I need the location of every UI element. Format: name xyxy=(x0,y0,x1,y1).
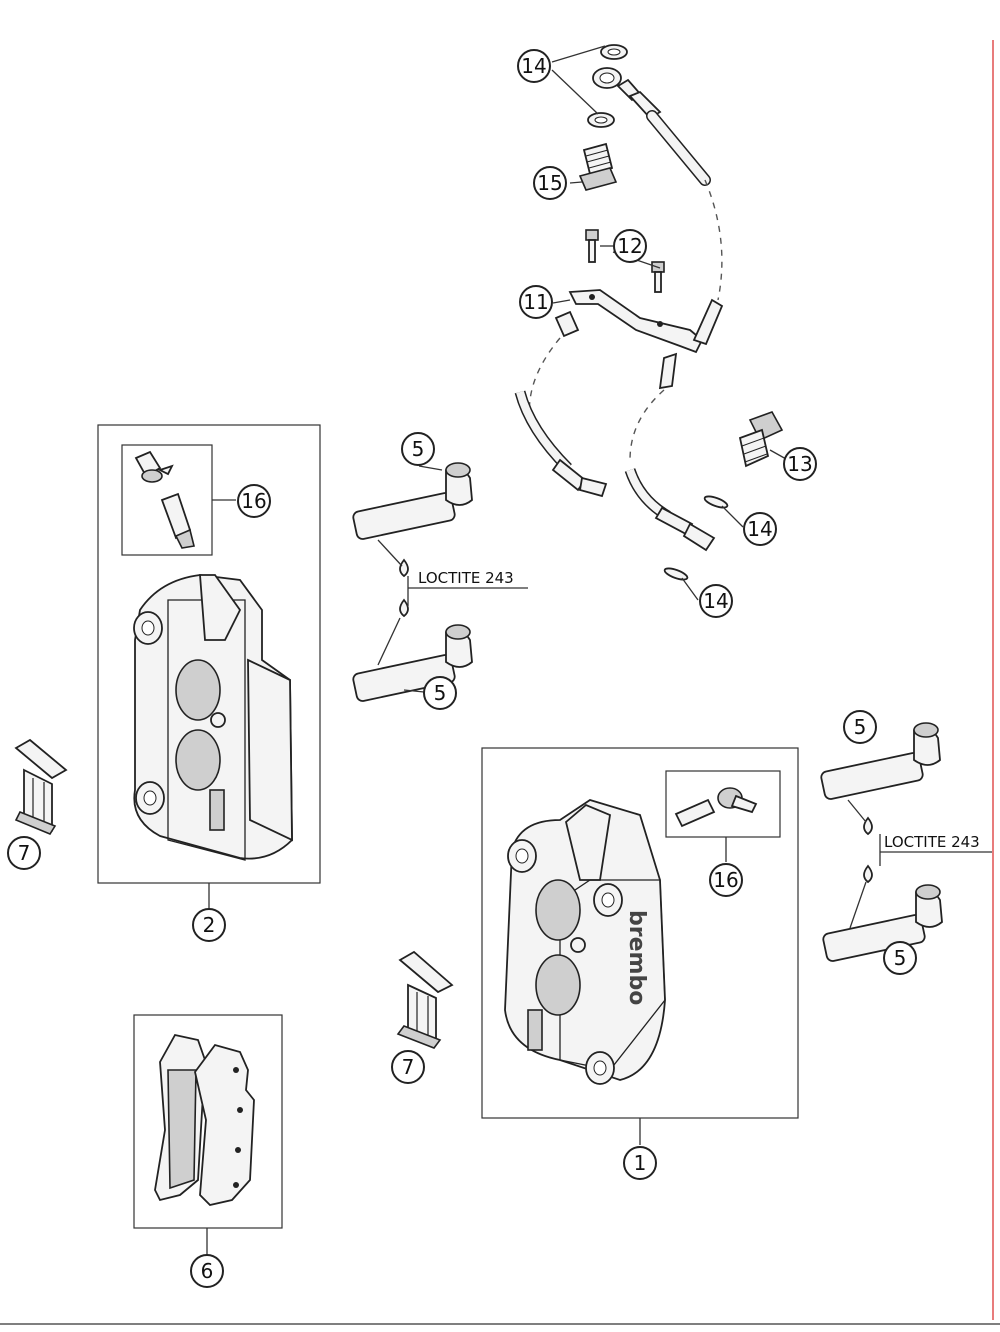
callout-16-right: 16 xyxy=(709,863,743,897)
callout-13: 13 xyxy=(783,447,817,481)
callout-5-lower-left: 5 xyxy=(423,676,457,710)
loctite-drop-left-a xyxy=(399,558,409,578)
callout-7-left: 7 xyxy=(7,836,41,870)
svg-text:5: 5 xyxy=(412,437,425,461)
svg-text:12: 12 xyxy=(617,234,642,258)
brake-line-distributor xyxy=(554,289,724,390)
brake-pads-frame xyxy=(133,1014,283,1229)
svg-text:15: 15 xyxy=(537,171,562,195)
left-brake-hose xyxy=(514,390,608,498)
washer-low xyxy=(663,567,689,581)
svg-text:5: 5 xyxy=(854,715,867,739)
callout-5-lower-right: 5 xyxy=(883,941,917,975)
banjo-fitting xyxy=(592,67,711,186)
callout-14-mid: 14 xyxy=(743,512,777,546)
svg-text:5: 5 xyxy=(434,681,447,705)
bleed-valve-right xyxy=(674,787,758,828)
svg-text:16: 16 xyxy=(241,489,266,513)
loctite-note-left: LOCTITE 243 xyxy=(418,569,514,587)
callout-5-upper-left: 5 xyxy=(401,432,435,466)
svg-text:14: 14 xyxy=(747,517,772,541)
pad-spring-mid xyxy=(396,950,454,1049)
svg-text:14: 14 xyxy=(521,54,546,78)
caliper-bolt-lower-right xyxy=(822,884,943,962)
svg-text:16: 16 xyxy=(713,868,738,892)
callout-16-left: 16 xyxy=(237,484,271,518)
banjo-bolt xyxy=(578,142,618,191)
brake-pads xyxy=(154,1033,255,1206)
callout-1: 1 xyxy=(623,1146,657,1180)
pad-spring-left xyxy=(14,738,68,835)
callout-15: 15 xyxy=(533,166,567,200)
svg-text:2: 2 xyxy=(203,913,216,937)
callout-2: 2 xyxy=(192,908,226,942)
svg-text:6: 6 xyxy=(201,1259,214,1283)
loctite-note-right: LOCTITE 243 xyxy=(884,833,980,851)
callout-7-mid: 7 xyxy=(391,1050,425,1084)
right-brake-hose xyxy=(624,468,716,552)
loctite-drop-right-b xyxy=(863,864,873,884)
svg-text:11: 11 xyxy=(523,290,548,314)
washer-mid xyxy=(703,495,729,509)
svg-text:7: 7 xyxy=(18,841,31,865)
callout-14-low: 14 xyxy=(699,584,733,618)
caliper-bolt-upper-left xyxy=(352,462,473,540)
svg-text:1: 1 xyxy=(634,1151,647,1175)
svg-text:13: 13 xyxy=(787,452,812,476)
callout-12: 12 xyxy=(613,229,647,263)
caliper-1-body: brembo xyxy=(504,799,666,1085)
callout-5-upper-right: 5 xyxy=(843,710,877,744)
caliper-bolt-lower-left xyxy=(352,624,473,702)
banjo-bolt-13 xyxy=(738,411,784,468)
bleed-kit-right-frame xyxy=(665,770,781,838)
caliper-bolt-upper-right xyxy=(820,722,941,800)
callout-14-top: 14 xyxy=(517,49,551,83)
svg-text:7: 7 xyxy=(402,1055,415,1079)
callout-11: 11 xyxy=(519,285,553,319)
loctite-drop-left-b xyxy=(399,598,409,618)
brake-line-assembly xyxy=(514,44,796,601)
bleed-valve-left xyxy=(134,450,195,549)
svg-text:14: 14 xyxy=(703,589,728,613)
brembo-logo: brembo xyxy=(624,910,649,1005)
callout-6: 6 xyxy=(190,1254,224,1288)
caliper-2-body xyxy=(133,574,293,861)
svg-text:5: 5 xyxy=(894,946,907,970)
